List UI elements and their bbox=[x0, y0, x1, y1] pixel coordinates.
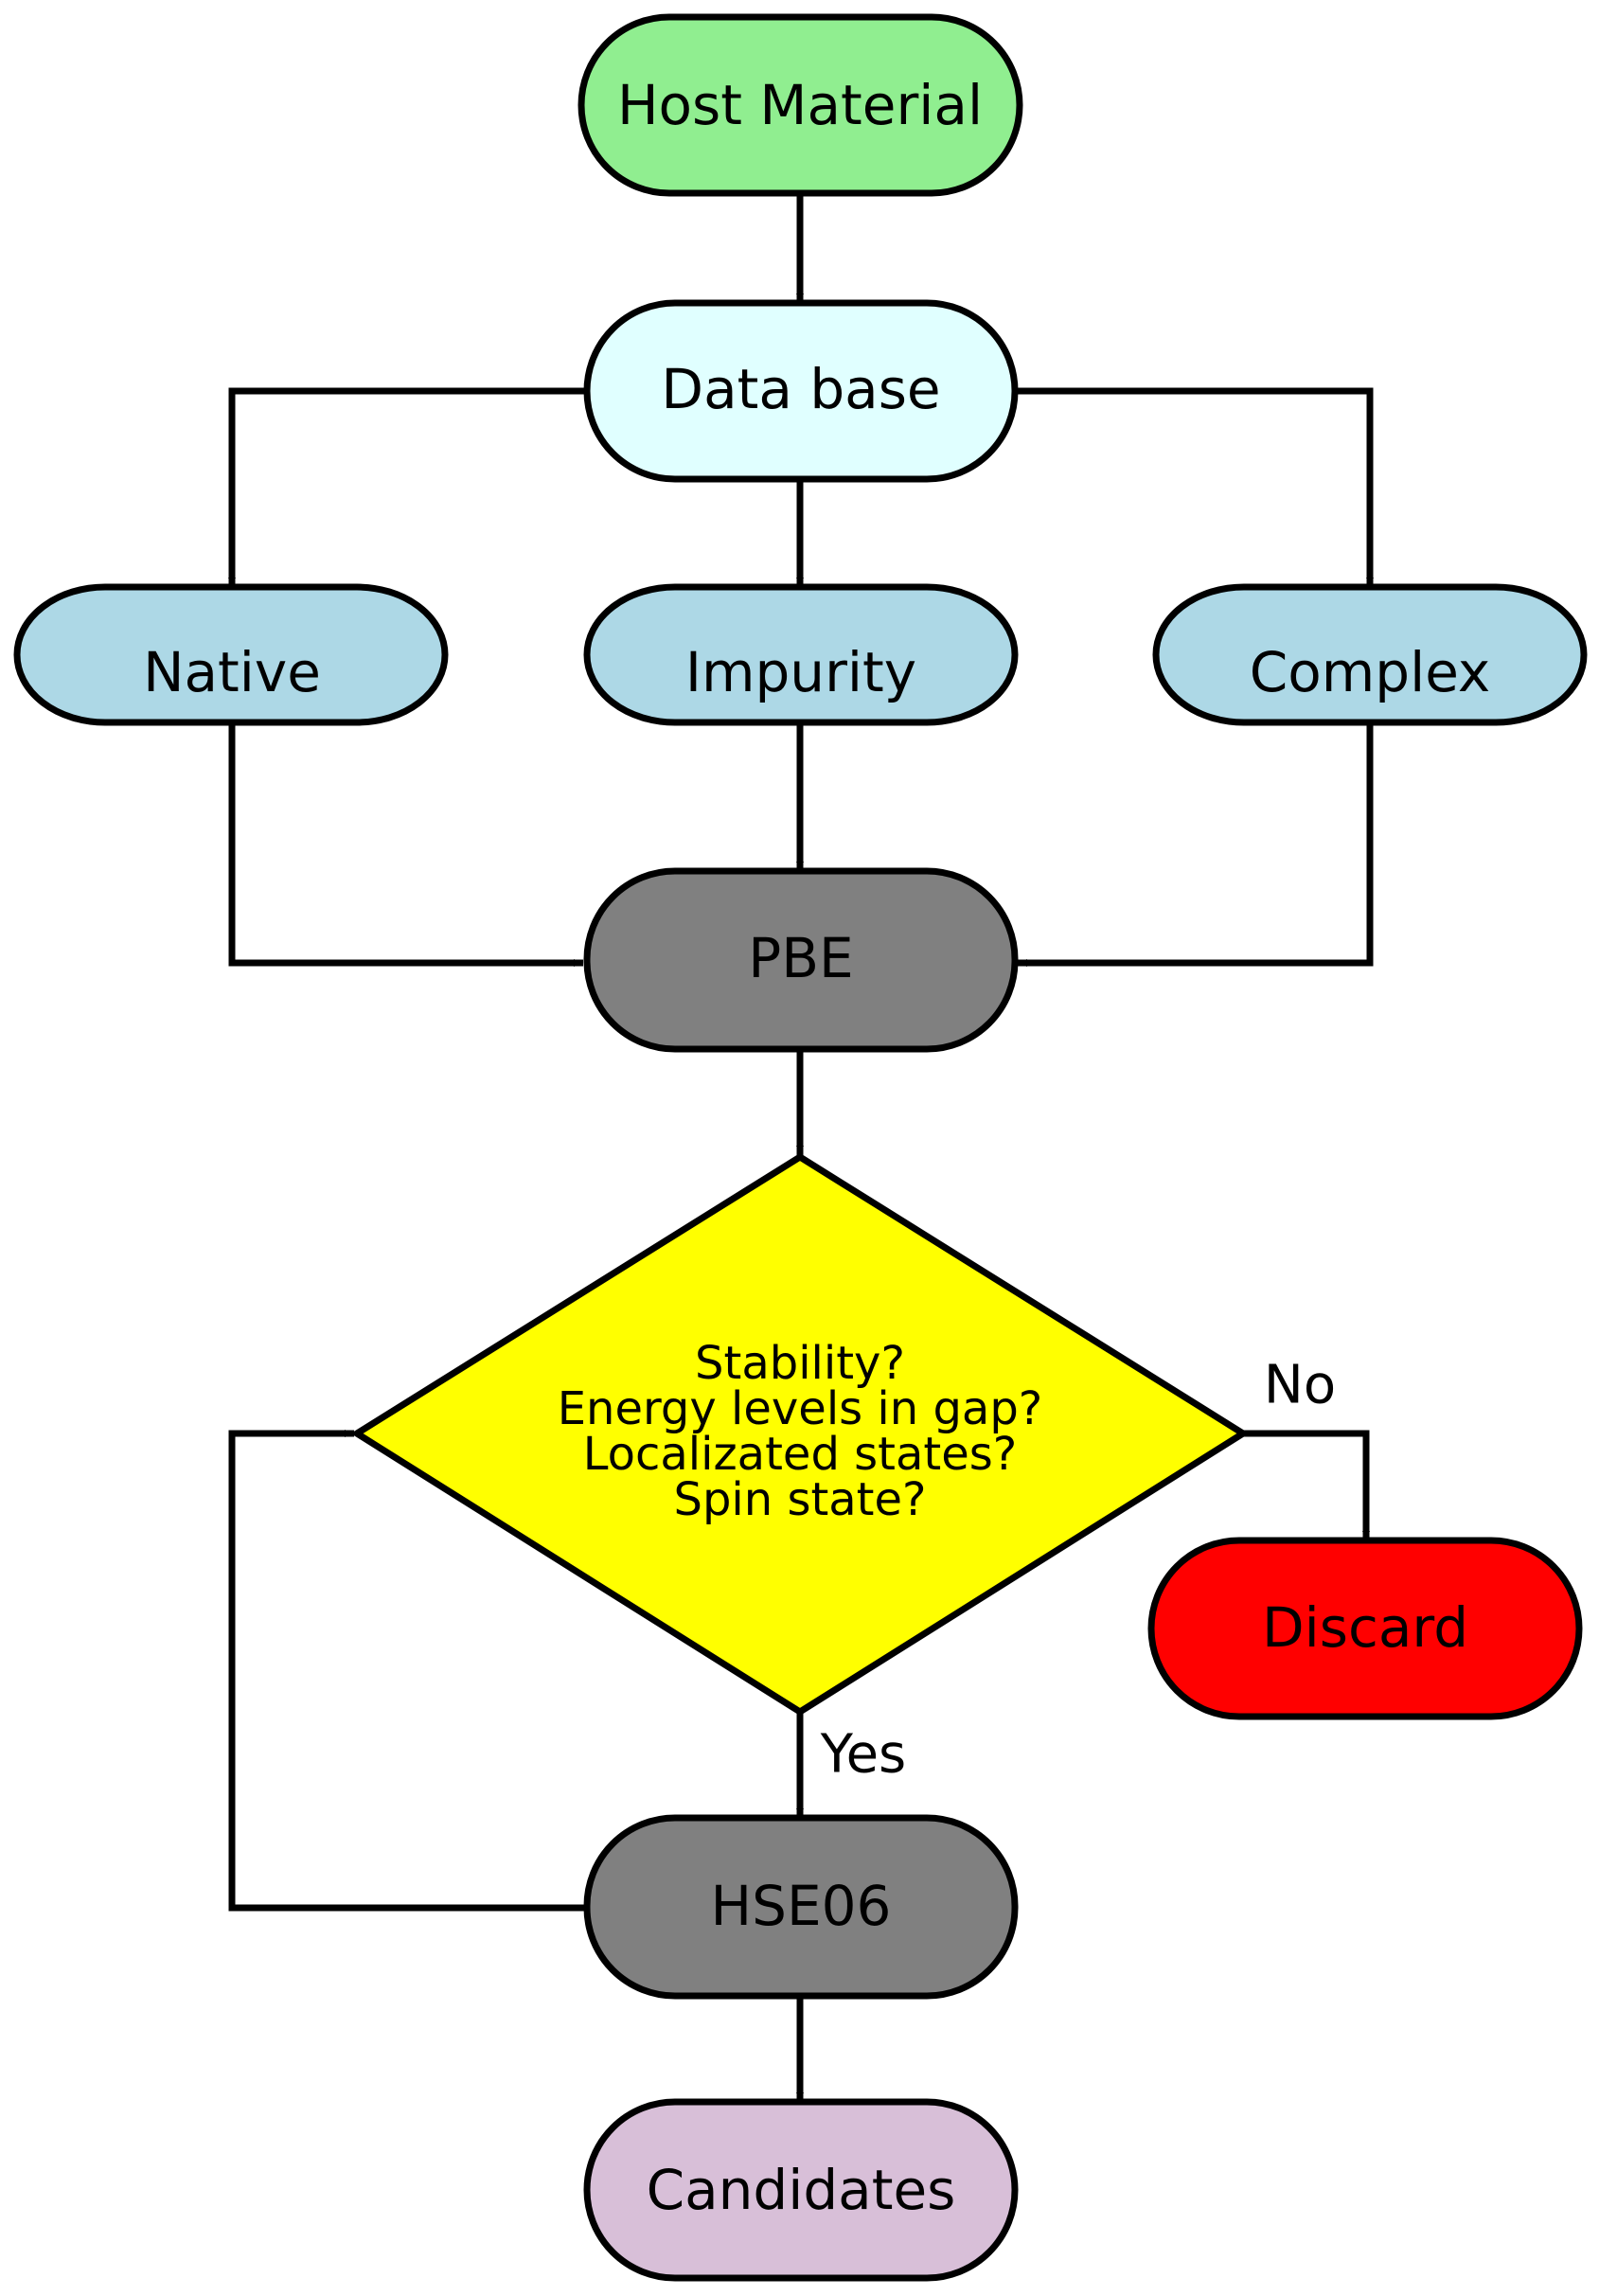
node-database-shape bbox=[583, 299, 1019, 483]
node-native-shape bbox=[13, 583, 449, 726]
connectors bbox=[228, 195, 1374, 2102]
node-candidates-shape bbox=[583, 2098, 1019, 2282]
node-native-label: Native bbox=[143, 640, 321, 704]
node-complex: Complex bbox=[1152, 583, 1588, 726]
node-hse06-shape bbox=[583, 1814, 1019, 2000]
node-hse06-label: HSE06 bbox=[711, 1874, 892, 1938]
node-discard-label: Discard bbox=[1262, 1595, 1468, 1660]
node-decision-line-3: Localizated states? bbox=[583, 1428, 1018, 1481]
node-complex-shape bbox=[1152, 583, 1588, 726]
node-database-label: Data base bbox=[661, 357, 940, 421]
edge-decision-to-discard bbox=[1243, 1430, 1370, 1540]
node-host-material-label: Host Material bbox=[617, 73, 983, 137]
edge-database-to-native bbox=[228, 387, 587, 587]
node-database: Data base bbox=[583, 299, 1019, 483]
node-decision-shape bbox=[350, 1152, 1250, 1717]
node-host-material: Host Material bbox=[577, 13, 1023, 197]
edge-label-yes: Yes bbox=[820, 1724, 906, 1786]
node-native: Native bbox=[13, 583, 449, 726]
node-discard-shape bbox=[1147, 1537, 1583, 1720]
node-hse06: HSE06 bbox=[583, 1814, 1019, 2000]
node-discard: Discard bbox=[1147, 1537, 1583, 1720]
node-pbe-shape bbox=[583, 867, 1019, 1053]
node-decision: Stability? Energy levels in gap? Localiz… bbox=[350, 1152, 1250, 1717]
edge-native-to-pbe bbox=[228, 722, 583, 967]
node-impurity: Impurity bbox=[583, 583, 1019, 726]
node-host-material-shape bbox=[577, 13, 1023, 197]
edge-complex-to-pbe bbox=[1018, 722, 1374, 967]
node-decision-line-4: Spin state? bbox=[673, 1473, 926, 1526]
node-candidates: Candidates bbox=[583, 2098, 1019, 2282]
node-decision-line-2: Energy levels in gap? bbox=[558, 1382, 1043, 1435]
node-decision-line-1: Stability? bbox=[695, 1337, 905, 1390]
node-impurity-shape bbox=[583, 583, 1019, 726]
node-complex-label: Complex bbox=[1250, 640, 1490, 704]
node-pbe: PBE bbox=[583, 867, 1019, 1053]
node-pbe-label: PBE bbox=[748, 926, 853, 990]
edge-database-to-complex bbox=[1015, 387, 1374, 587]
edge-label-no: No bbox=[1264, 1355, 1336, 1416]
node-impurity-label: Impurity bbox=[685, 640, 916, 704]
node-candidates-label: Candidates bbox=[647, 2158, 956, 2222]
edge-hse06-loop-to-decision bbox=[228, 1430, 587, 1912]
